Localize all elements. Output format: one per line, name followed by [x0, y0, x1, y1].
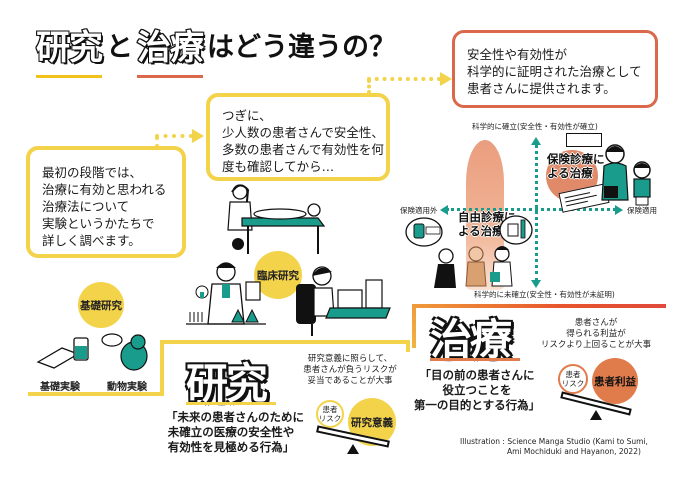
- title-treatment: 治療: [136, 27, 205, 78]
- animal-experiment-label: 動物実験: [107, 382, 147, 393]
- lab-scientist-illustration: [186, 262, 266, 325]
- credit-line: Ami Mochiduki and Hayanon, 2022): [507, 447, 641, 456]
- free-treatment-line: 自由診療に: [458, 210, 516, 224]
- research-heading: 研究: [186, 359, 268, 408]
- step1-line: 治療に有効と思われる: [42, 182, 167, 197]
- doctor-patient-illustration: [227, 184, 326, 254]
- clinical-research-circle: 臨床研究: [254, 251, 302, 299]
- connector-2-3-vertical: [367, 79, 371, 94]
- research-frame-right-riser: [406, 340, 410, 352]
- research-risk-circle: 患者 リスク: [316, 400, 344, 428]
- treatment-heading: 治療: [430, 315, 512, 364]
- step3-line: 科学的に証明された治療として: [467, 64, 642, 79]
- connector-1-2-arrow-icon: [192, 129, 204, 143]
- axis-arrow-right-icon: [615, 205, 623, 215]
- research-balance-note-line: 患者さんが負うリスクが: [303, 365, 397, 375]
- step2-line: 多数の患者さんで有効性を何: [222, 142, 384, 157]
- treatment-definition-line: 「目の前の患者さんに: [419, 368, 535, 382]
- quadrant-left-label: 保険適用外: [400, 206, 438, 215]
- basic-experiment-label: 基礎実験: [40, 382, 80, 393]
- research-heading-underline: [186, 402, 276, 405]
- treatment-frame-top-line: [412, 304, 666, 308]
- step2-callout: つぎに、 少人数の患者さんで安全性、 多数の患者さんで有効性を何 度も確認してか…: [206, 93, 390, 181]
- treatment-risk-circle: 患者 リスク: [558, 364, 588, 394]
- research-seesaw-fulcrum: [347, 444, 359, 454]
- step3-line: 安全性や有効性が: [467, 47, 568, 62]
- treatment-balance-note-line: 得られる利益が: [566, 329, 626, 339]
- step1-line: 実験というかたちで: [42, 216, 155, 231]
- insured-treatment-line: よる治療: [547, 166, 593, 180]
- illustration-credit: Illustration : Science Manga Studio (Kam…: [460, 437, 648, 457]
- research-risk-line: 患者: [322, 405, 338, 414]
- step1-line: 詳しく調べます。: [42, 233, 141, 248]
- research-frame-top-line: [160, 340, 410, 344]
- research-frame-bottom-line: [28, 392, 162, 396]
- step2-line: 少人数の患者さんで安全性、: [222, 125, 384, 140]
- step1-line: 最初の段階では、: [42, 165, 143, 180]
- title-connector: と: [106, 32, 133, 63]
- treatment-balance-note-line: リスクより上回ることが大事: [540, 340, 652, 350]
- connector-2-3-horizontal: [367, 77, 441, 81]
- step1-callout: 最初の段階では、 治療に有効と思われる 治療法について 実験というかたちで 詳し…: [26, 146, 186, 258]
- animal-illustration: [101, 333, 148, 371]
- step1-line: 治療法について: [42, 199, 130, 214]
- title-question: はどう違うの？: [207, 32, 396, 63]
- research-balance-note: 研究意義に照らして、 患者さんが負うリスクが 妥当であることが大事: [300, 354, 400, 387]
- treatment-frame-riser: [412, 304, 416, 348]
- step2-line: 度も確認してから…: [222, 159, 335, 174]
- free-treatment-line: よる治療: [458, 224, 504, 238]
- consultation-illustration: [405, 215, 533, 288]
- connector-1-2-horizontal: [155, 134, 193, 138]
- research-balance-note-line: 研究意義に照らして、: [307, 354, 393, 364]
- axis-arrow-down-icon: [531, 280, 541, 288]
- research-definition-line: 有効性を見極める行為」: [167, 440, 295, 454]
- quadrant-vertical-axis: [535, 144, 538, 282]
- insured-treatment-label: 保険診療に よる治療: [547, 152, 605, 180]
- card-lines-icon: [564, 192, 597, 207]
- treatment-seesaw-fulcrum: [590, 410, 602, 420]
- research-definition-line: 「未来の患者さんのために: [166, 410, 304, 424]
- treatment-definition-line: 第一の目的とする行為」: [413, 398, 541, 412]
- axis-arrow-left-icon: [440, 205, 448, 215]
- step2-line: つぎに、: [222, 108, 272, 123]
- document-stack-icon: [566, 133, 602, 147]
- basic-research-circle: 基礎研究: [78, 282, 124, 328]
- research-definition: 「未来の患者さんのために 未確立の医療の安全性や 有効性を見極める行為」: [166, 410, 304, 455]
- quadrant-top-label: 科学的に確立(安全性・有効性が確立): [472, 122, 598, 131]
- step3-line: 患者さんに提供されます。: [467, 81, 616, 96]
- mother-child-illustration: [601, 144, 651, 206]
- treatment-balance-note-line: 患者さんが: [574, 318, 618, 328]
- insurance-card-icon: [558, 183, 610, 213]
- step3-callout: 安全性や有効性が 科学的に証明された治療として 患者さんに提供されます。: [452, 30, 658, 108]
- treatment-definition: 「目の前の患者さんに 役立つことを 第一の目的とする行為」: [412, 368, 542, 413]
- quadrant-bottom-label: 科学的に未確立(安全性・有効性が未証明): [474, 290, 615, 299]
- lab-plate-beaker-illustration: [36, 337, 89, 369]
- treatment-risk-line: リスク: [561, 379, 585, 388]
- credit-line: Illustration : Science Manga Studio (Kam…: [460, 437, 648, 446]
- treatment-balance-note: 患者さんが 得られる利益が リスクより上回ることが大事: [540, 318, 652, 351]
- researcher-computer-illustration: [296, 266, 391, 336]
- treatment-risk-line: 患者: [565, 370, 581, 379]
- treatment-heading-underline: [430, 358, 520, 361]
- axis-arrow-up-icon: [531, 137, 541, 145]
- research-frame-riser: [160, 340, 164, 396]
- connector-2-3-arrow-icon: [440, 72, 452, 86]
- research-definition-line: 未確立の医療の安全性や: [167, 425, 295, 439]
- insured-treatment-line: 保険診療に: [547, 152, 605, 166]
- connector-1-2-vertical: [155, 136, 159, 148]
- patient-benefit-circle: 患者利益: [592, 358, 638, 404]
- research-risk-line: リスク: [318, 414, 342, 423]
- quadrant-right-label: 保険適用: [627, 206, 657, 215]
- quadrant-horizontal-axis: [446, 208, 616, 211]
- treatment-definition-line: 役立つことを: [442, 383, 512, 397]
- research-balance-note-line: 妥当であることが大事: [307, 376, 393, 386]
- page-title: 研究 と 治療 はどう違うの？: [35, 24, 400, 78]
- title-research: 研究: [35, 27, 104, 78]
- free-treatment-label: 自由診療に よる治療: [458, 210, 516, 238]
